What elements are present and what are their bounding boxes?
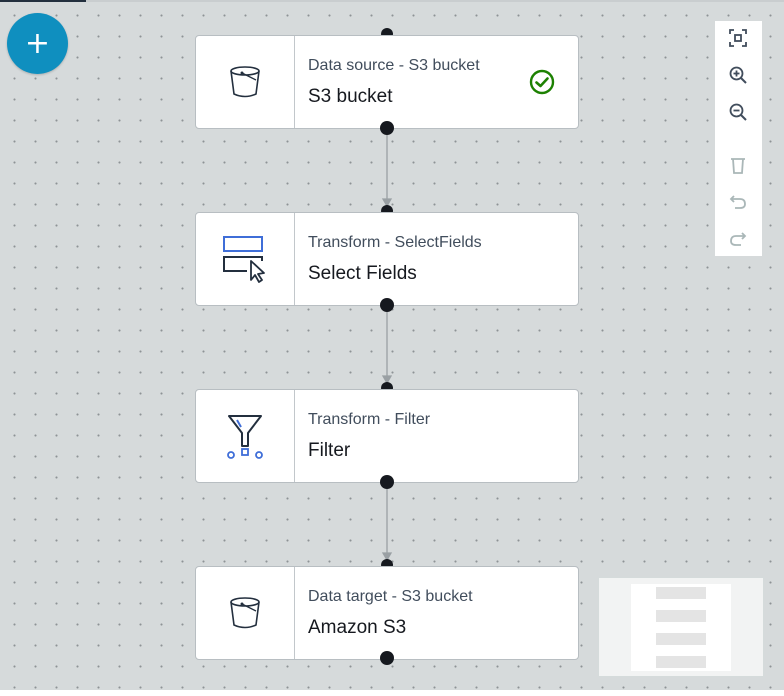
undo-icon bbox=[729, 195, 746, 209]
active-tab-indicator bbox=[0, 0, 86, 2]
minimap-node bbox=[656, 610, 706, 622]
node-icon-box bbox=[196, 36, 295, 128]
filter-icon bbox=[227, 415, 263, 459]
minimap-node bbox=[656, 587, 706, 599]
node-transform-selectfields[interactable]: Transform - SelectFields Select Fields bbox=[195, 212, 579, 306]
zoom-out-button[interactable] bbox=[726, 100, 750, 124]
node-type-label: Data source - S3 bucket bbox=[308, 57, 480, 74]
node-transform-filter[interactable]: Transform - Filter Filter bbox=[195, 389, 579, 483]
undo-button[interactable] bbox=[726, 190, 750, 214]
zoom-in-icon bbox=[729, 66, 747, 84]
s3-bucket-icon bbox=[230, 66, 260, 98]
canvas-toolbar bbox=[715, 21, 762, 256]
delete-icon bbox=[731, 158, 745, 174]
zoom-out-icon bbox=[729, 103, 747, 121]
minimap-node bbox=[656, 656, 706, 668]
success-check-icon bbox=[529, 69, 555, 95]
fit-to-screen-icon bbox=[729, 29, 747, 47]
node-output-port[interactable] bbox=[380, 475, 394, 489]
node-type-label: Transform - SelectFields bbox=[308, 234, 482, 251]
fit-to-screen-button[interactable] bbox=[726, 26, 750, 50]
edge-arrowhead bbox=[381, 198, 393, 208]
node-icon-box bbox=[196, 390, 295, 482]
node-name-label: S3 bucket bbox=[308, 86, 393, 107]
redo-button[interactable] bbox=[726, 227, 750, 251]
node-icon-box bbox=[196, 213, 295, 305]
select-fields-icon bbox=[223, 236, 265, 283]
add-node-button[interactable]: + bbox=[7, 13, 68, 74]
minimap-node bbox=[656, 633, 706, 645]
zoom-in-button[interactable] bbox=[726, 63, 750, 87]
node-output-port[interactable] bbox=[380, 121, 394, 135]
minimap[interactable] bbox=[598, 577, 764, 677]
edge-arrowhead bbox=[381, 375, 393, 385]
node-name-label: Amazon S3 bbox=[308, 617, 407, 638]
node-output-port[interactable] bbox=[380, 298, 394, 312]
plus-icon: + bbox=[24, 25, 51, 61]
node-data-target[interactable]: Data target - S3 bucket Amazon S3 bbox=[195, 566, 579, 660]
minimap-viewport[interactable] bbox=[631, 584, 731, 671]
delete-button[interactable] bbox=[726, 153, 750, 177]
top-border bbox=[0, 0, 784, 2]
node-data-source[interactable]: Data source - S3 bucket S3 bucket bbox=[195, 35, 579, 129]
node-name-label: Filter bbox=[308, 440, 351, 461]
node-name-label: Select Fields bbox=[308, 263, 417, 284]
s3-bucket-icon bbox=[230, 597, 260, 629]
node-type-label: Data target - S3 bucket bbox=[308, 588, 473, 605]
redo-icon bbox=[730, 232, 747, 246]
node-icon-box bbox=[196, 567, 295, 659]
node-output-port[interactable] bbox=[380, 651, 394, 665]
node-type-label: Transform - Filter bbox=[308, 411, 431, 428]
edge-arrowhead bbox=[381, 552, 393, 562]
bottom-border bbox=[0, 690, 784, 696]
